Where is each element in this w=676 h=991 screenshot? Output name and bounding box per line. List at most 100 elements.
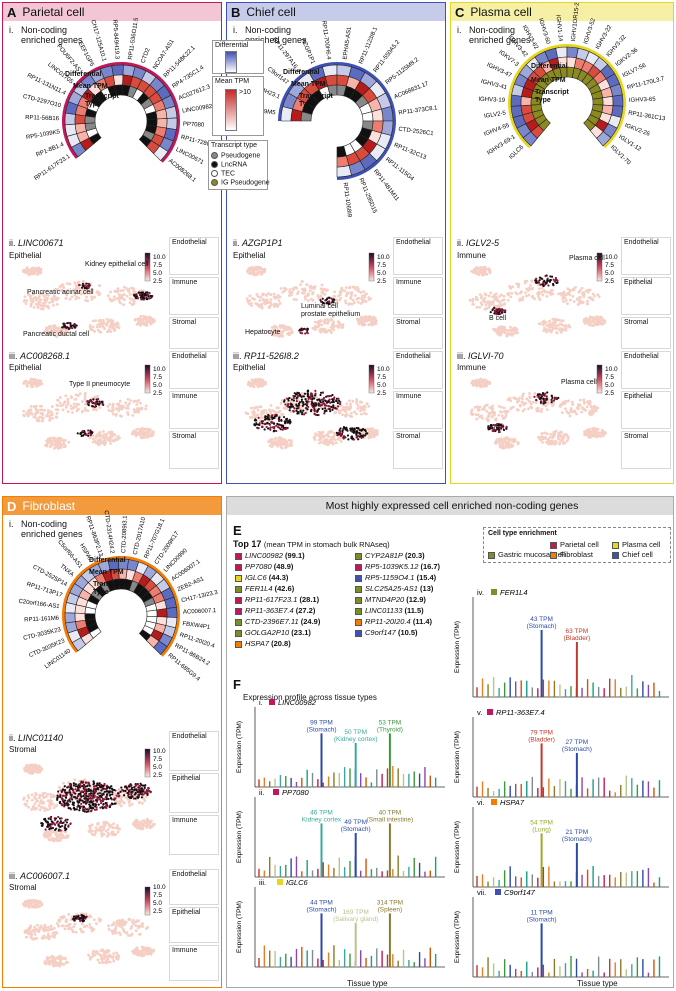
umap-hot-point — [113, 802, 116, 805]
umap-point — [362, 320, 366, 324]
umap-point — [293, 286, 297, 289]
colorbar-tick: 5.0 — [153, 382, 162, 389]
umap-hot-point — [301, 413, 304, 416]
umap-point — [29, 297, 33, 301]
umap-point — [66, 397, 70, 401]
umap-hot-point — [145, 292, 149, 295]
umap-hot-point — [358, 435, 361, 438]
type-cell — [592, 97, 604, 106]
legend-diff-scale — [225, 51, 237, 73]
gene-label: RP11-1123I8.1 — [358, 26, 379, 65]
umap-hot-point — [285, 427, 289, 430]
type-cell — [336, 145, 347, 158]
umap-point — [246, 299, 250, 303]
umap-point — [262, 411, 266, 415]
umap-point — [596, 293, 600, 297]
umap-point — [256, 385, 260, 388]
umap-point — [287, 333, 291, 337]
gene-label: RP11-1068I9 — [342, 182, 353, 218]
sub-immune-2: Immune — [393, 391, 443, 429]
umap-point — [521, 394, 524, 398]
umap-point — [500, 299, 504, 303]
umap-point — [78, 286, 81, 290]
umap-point — [122, 801, 126, 805]
umap-point — [311, 292, 314, 296]
umap-point — [137, 410, 140, 414]
umap-point — [145, 826, 149, 829]
umap-point — [126, 413, 130, 416]
umap-point — [100, 832, 104, 835]
umap-point — [538, 287, 541, 291]
umap-point — [86, 409, 90, 413]
umap-point — [275, 406, 279, 410]
umap-point — [484, 293, 488, 297]
sub-ii-label: ii. LINC00671 — [9, 238, 64, 248]
umap-point — [33, 802, 37, 806]
umap-point — [359, 302, 363, 305]
umap-point — [76, 394, 80, 398]
umap-point — [88, 825, 92, 829]
umap-point — [501, 443, 505, 447]
umap-hot-point — [139, 296, 142, 299]
umap-point — [110, 322, 114, 326]
umap-point — [110, 326, 114, 330]
umap-point — [46, 408, 50, 412]
umap-point — [31, 767, 35, 771]
sub-i-label: i. — [9, 25, 14, 35]
umap-point — [42, 294, 46, 298]
umap-point — [88, 436, 92, 440]
umap-point — [137, 825, 140, 829]
umap-hot-point — [96, 397, 100, 401]
umap-point — [506, 398, 510, 402]
umap-point — [39, 800, 43, 804]
ann-luminal: Luminal cell prostate epithelium — [301, 303, 361, 318]
umap-point — [353, 410, 356, 414]
umap-point — [562, 292, 566, 296]
umap-point — [335, 300, 339, 304]
umap-point — [282, 406, 286, 410]
umap-point — [143, 431, 147, 435]
umap-point — [534, 401, 538, 404]
umap-point — [530, 280, 534, 283]
umap-point — [543, 321, 547, 325]
umap-hot-point — [342, 426, 346, 429]
gene-label: IGLV2-5 — [484, 110, 507, 120]
umap-hot-point — [533, 395, 536, 398]
umap-hot-point — [301, 404, 304, 407]
umap-hot-point — [82, 794, 85, 798]
umap-point — [75, 402, 79, 406]
type-cell — [138, 629, 152, 641]
umap-point — [538, 437, 542, 441]
umap-hot-point — [63, 785, 66, 788]
umap-point — [279, 443, 283, 447]
umap-point — [595, 435, 599, 439]
gene-label: IGHV3-65 — [629, 97, 657, 104]
umap-point — [487, 294, 491, 298]
umap-hot-point — [311, 394, 314, 398]
umap-point — [509, 325, 512, 329]
sub-endothelial: Endothelial — [393, 237, 443, 275]
umap-hot-point — [316, 398, 319, 401]
sub-immune-2: Immune — [169, 391, 219, 429]
umap-point — [273, 442, 277, 446]
umap-point — [325, 438, 329, 441]
umap-point — [70, 411, 74, 414]
umap-point — [545, 295, 549, 298]
umap-point — [58, 396, 62, 399]
umap-point — [592, 317, 595, 321]
umap-point — [272, 295, 276, 299]
umap-point — [371, 427, 375, 431]
umap-point — [30, 793, 34, 797]
umap-point — [355, 412, 358, 416]
umap-hot-point — [544, 392, 547, 395]
umap-point — [100, 825, 103, 829]
umap-hot-point — [87, 808, 90, 811]
umap-point — [34, 297, 38, 301]
umap-hot-point — [489, 426, 492, 429]
umap-hot-point — [314, 392, 317, 395]
umap-point — [61, 285, 65, 289]
umap-point — [41, 292, 44, 296]
umap-point — [536, 406, 540, 410]
umap-point — [27, 412, 30, 416]
umap-point — [106, 405, 110, 408]
